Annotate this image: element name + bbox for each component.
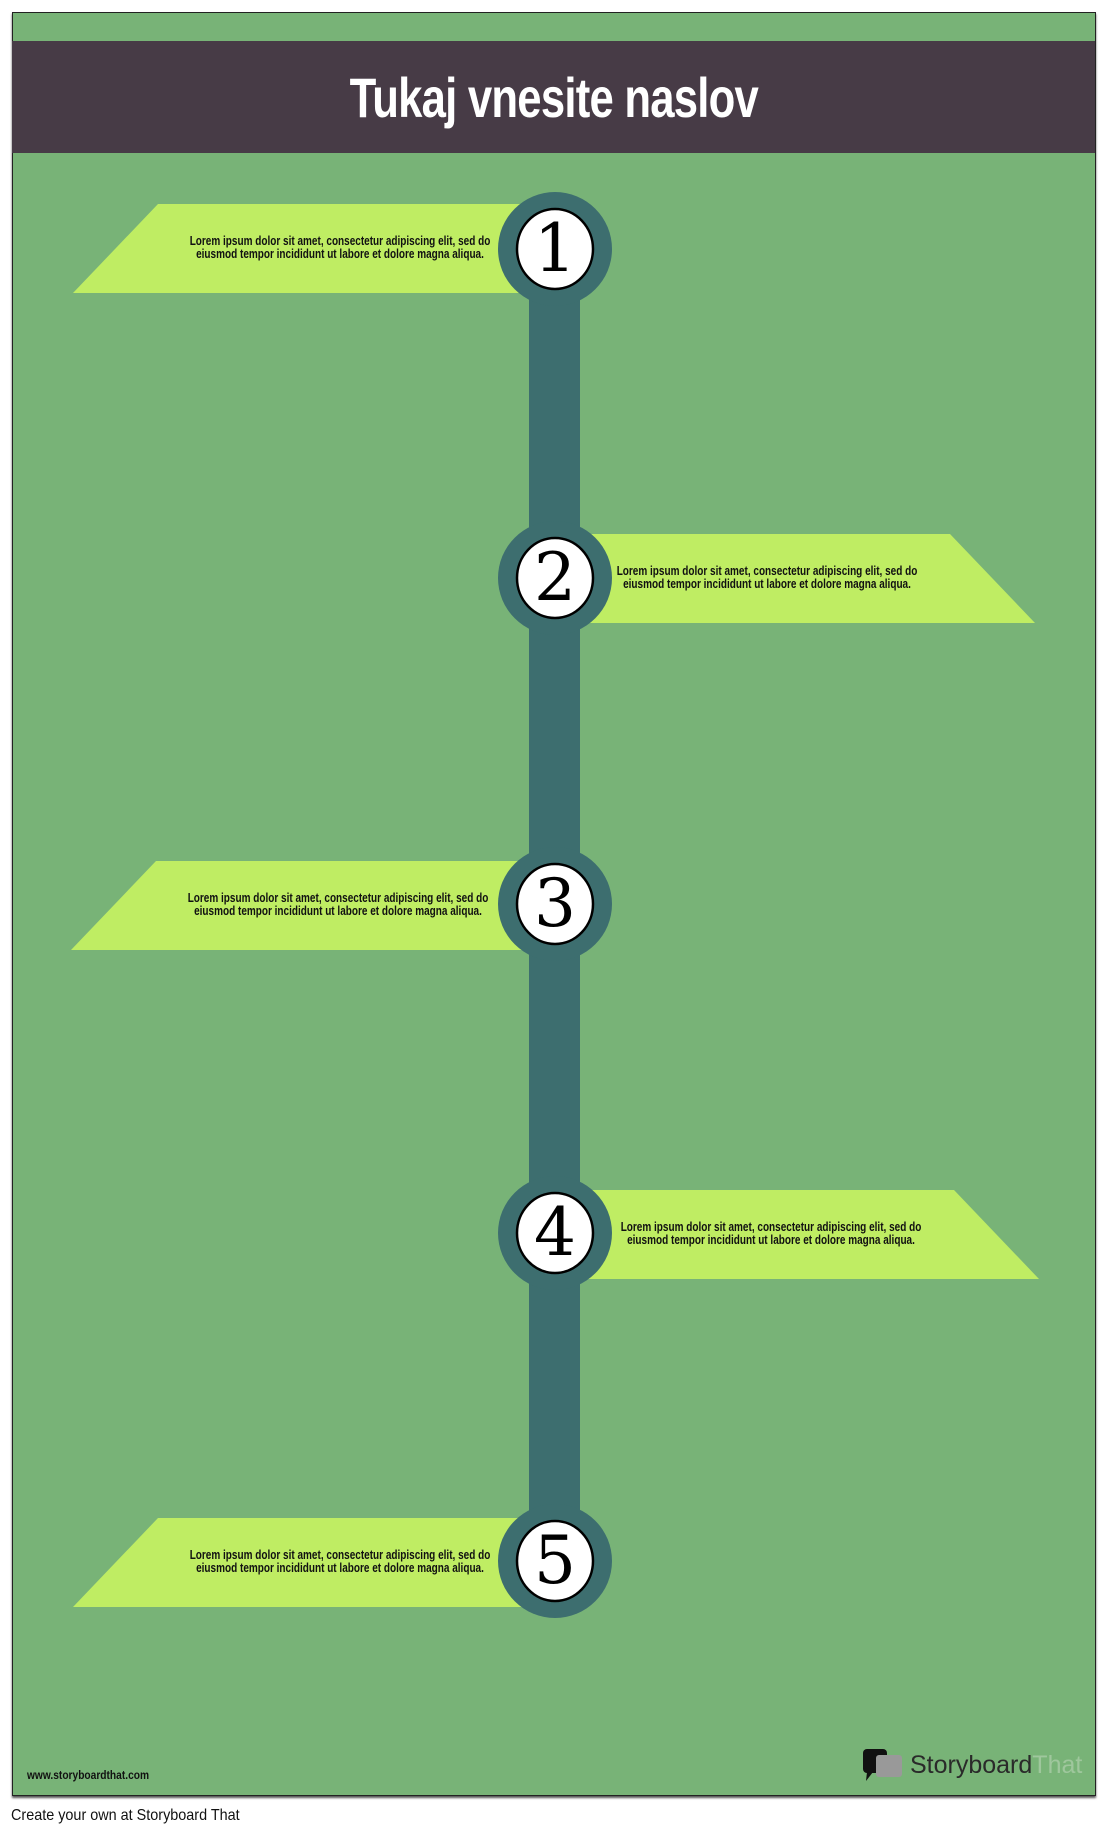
banner-4 [585, 1190, 1039, 1279]
banner-1 [73, 204, 530, 293]
page-title: Tukaj vnesite naslov [349, 65, 758, 129]
title-bar: Tukaj vnesite naslov [12, 41, 1095, 153]
step-5-number: 5 [534, 1522, 576, 1599]
step-5-text: Lorem ipsum dolor sit amet, consectetur … [188, 1549, 492, 1575]
step-text-line: Lorem ipsum dolor sit amet, consectetur … [620, 1220, 922, 1234]
website-url[interactable]: www.storyboardthat.com [27, 1768, 150, 1782]
step-text-line: Lorem ipsum dolor sit amet, consectetur … [616, 564, 918, 578]
step-4-circle-inner [515, 1191, 595, 1275]
step-4-text: Lorem ipsum dolor sit amet, consectetur … [619, 1221, 923, 1247]
step-text-line: eiusmod tempor incididunt ut labore et d… [627, 1233, 915, 1247]
step-1-circle-inner [515, 207, 595, 291]
step-text-line: eiusmod tempor incididunt ut labore et d… [196, 247, 484, 261]
step-1-text: Lorem ipsum dolor sit amet, consectetur … [188, 235, 492, 261]
storyboardthat-logo: Storyboard That [862, 1748, 1082, 1782]
step-3-circle-inner [515, 862, 595, 946]
step-2-text: Lorem ipsum dolor sit amet, consectetur … [615, 565, 919, 591]
banner-2 [585, 534, 1035, 623]
speech-bubble-icon [863, 1749, 902, 1781]
step-5-circle-inner [515, 1519, 595, 1603]
step-text-line: Lorem ipsum dolor sit amet, consectetur … [187, 891, 489, 905]
step-2-number: 2 [534, 539, 576, 616]
step-4-number: 4 [534, 1194, 576, 1271]
step-text-line: eiusmod tempor incididunt ut labore et d… [196, 1561, 484, 1575]
step-3-number: 3 [534, 865, 576, 942]
create-your-own-link[interactable]: Create your own at Storyboard That [11, 1807, 240, 1824]
step-1-number: 1 [534, 210, 576, 287]
banner-5 [73, 1518, 530, 1607]
banner-3 [71, 861, 530, 950]
step-2-circle-inner [515, 536, 595, 620]
step-text-line: Lorem ipsum dolor sit amet, consectetur … [189, 234, 491, 248]
step-text-line: eiusmod tempor incididunt ut labore et d… [194, 904, 482, 918]
step-text-line: eiusmod tempor incididunt ut labore et d… [623, 577, 911, 591]
step-text-line: Lorem ipsum dolor sit amet, consectetur … [189, 1548, 491, 1562]
logo-word-that: That [1032, 1750, 1083, 1779]
step-3-text: Lorem ipsum dolor sit amet, consectetur … [186, 892, 490, 918]
logo-word-storyboard: Storyboard [910, 1750, 1033, 1779]
